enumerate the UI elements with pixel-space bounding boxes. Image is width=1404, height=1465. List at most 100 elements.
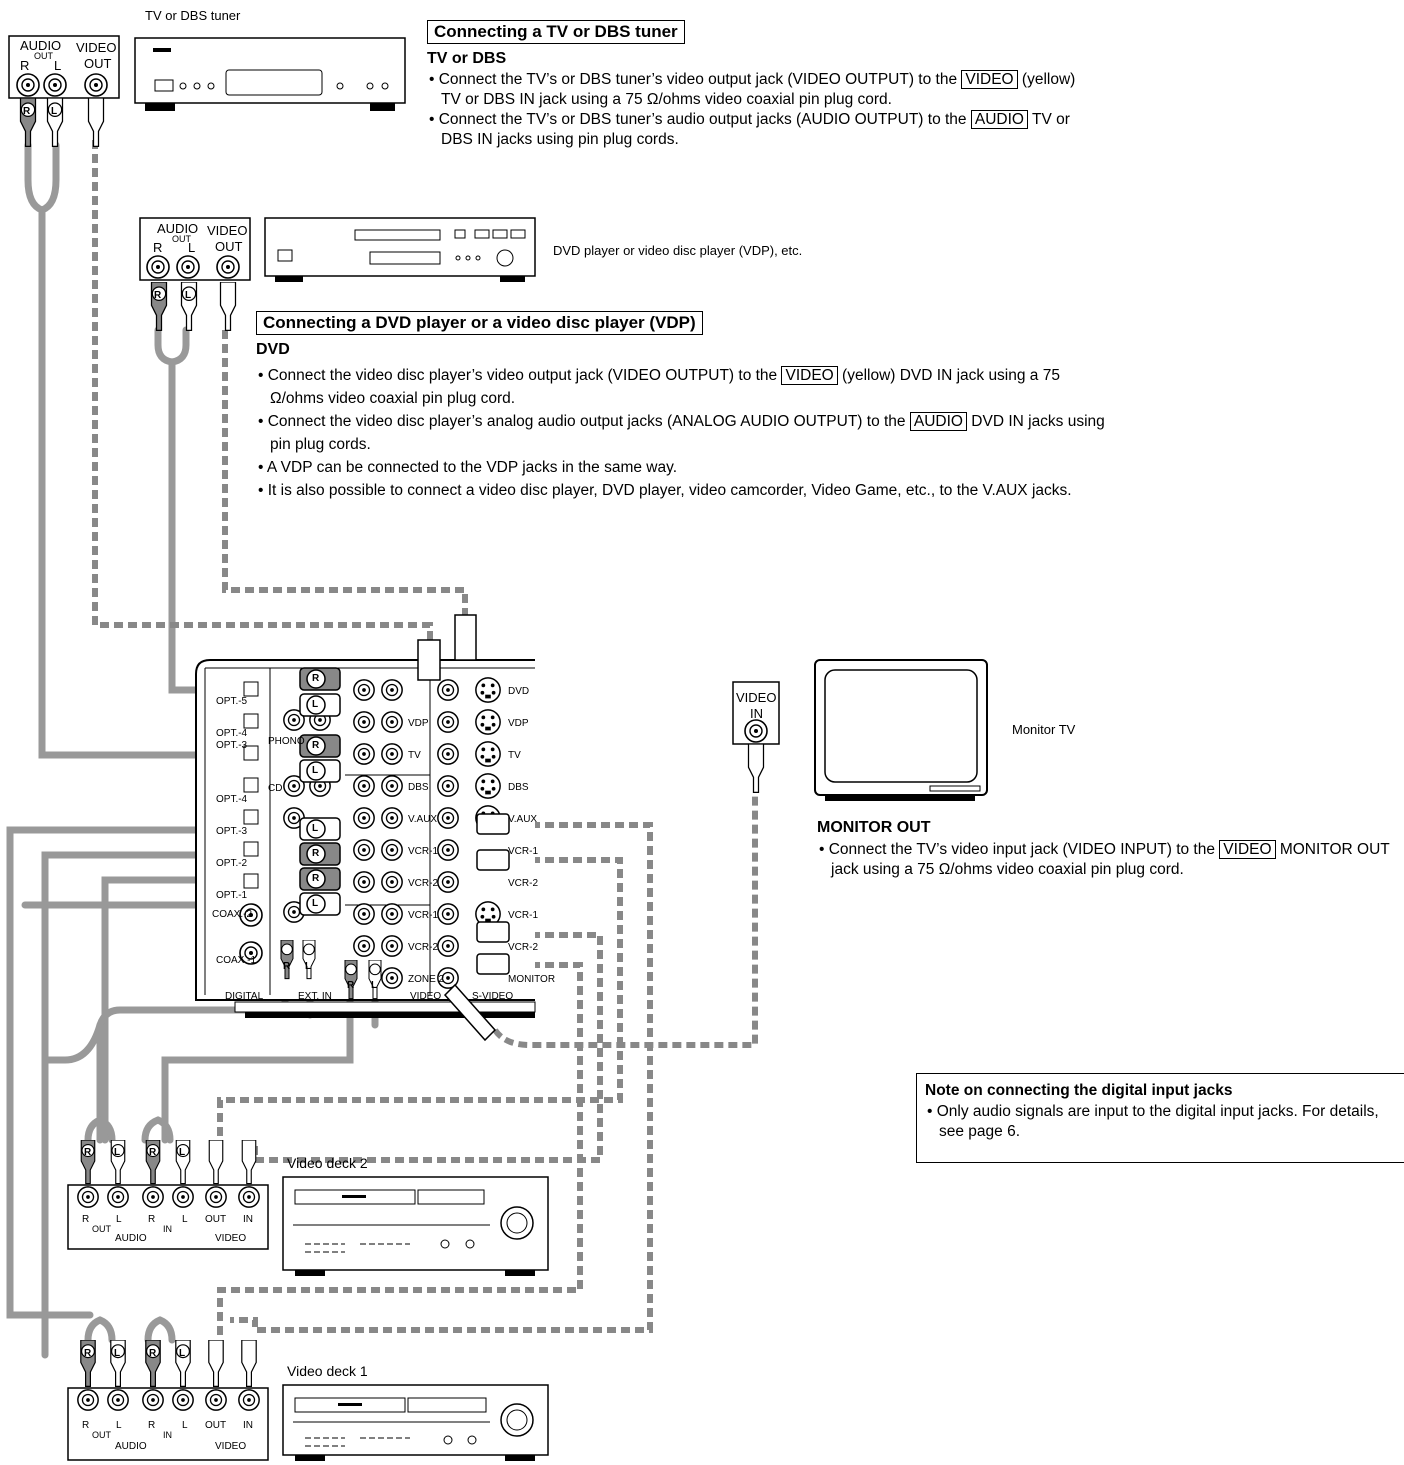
receiver-label: OPT.-4 (216, 728, 248, 739)
jack-audio-label: AUDIO (115, 1441, 147, 1452)
video-plug-icon (87, 98, 105, 148)
jack-r-label: R (82, 1214, 90, 1225)
jack-r-label: R (20, 58, 30, 73)
plug-letter-r: R (347, 980, 355, 991)
note-title: Note on connecting the digital input jac… (925, 1082, 1233, 1099)
jack-l-label: L (182, 1214, 188, 1225)
receiver-label: COAX.-2 (212, 909, 253, 920)
receiver-label: OPT.-3 (216, 740, 248, 751)
plug-letter-l: L (312, 823, 319, 834)
jack-r-label: R (82, 1420, 90, 1431)
jack-video-label: VIDEO (76, 40, 117, 55)
receiver-label: MONITOR (508, 974, 556, 985)
video-deck-1-jack-panel (67, 1387, 269, 1461)
receiver-label: TV (408, 750, 421, 761)
plug-letter-r: R (283, 961, 291, 972)
plug-letter-l: L (114, 1147, 121, 1158)
jack-out-label: OUT (205, 1214, 227, 1225)
receiver-label: DBS (408, 782, 429, 793)
jack-video-label: VIDEO (207, 223, 248, 238)
jack-video-label: VIDEO (736, 690, 777, 705)
plug-letter-l: L (179, 1147, 186, 1158)
receiver-label: DBS (508, 782, 529, 793)
receiver-label: OPT.-4 (216, 794, 248, 805)
jack-r-label: R (148, 1420, 156, 1431)
video-deck-1 (282, 1384, 549, 1461)
dvd-section-body: • Connect the video disc player’s video … (258, 366, 1105, 499)
jack-audio-label: AUDIO (20, 38, 62, 53)
jack-l-label: L (188, 240, 196, 255)
jack-out-label: OUT (92, 1430, 111, 1440)
plug-letter-r: R (312, 873, 320, 884)
plug-letter-r: R (149, 1147, 157, 1158)
dvd-section-title: Connecting a DVD player or a video disc … (256, 311, 703, 335)
jack-video-label: VIDEO (215, 1233, 247, 1244)
plug-letter-l: L (185, 290, 192, 301)
jack-in-label: IN (243, 1420, 253, 1431)
receiver-label: VCR-2 (408, 942, 439, 953)
receiver-label-zone2: ZONE 2 (408, 974, 445, 985)
plug-letter-r: R (312, 673, 320, 684)
receiver-label: VDP (408, 718, 429, 729)
jack-l-label: L (182, 1420, 188, 1431)
receiver-label: VDP (508, 718, 529, 729)
digital-input-note: Note on connecting the digital input jac… (916, 1073, 1404, 1163)
tv-dbs-tuner (134, 37, 406, 111)
plug-letter-l: L (312, 765, 319, 776)
receiver-label: VCR-2 (408, 878, 439, 889)
receiver-label: VCR-1 (408, 846, 439, 857)
jack-l-label: L (116, 1214, 122, 1225)
jack-out-label: OUT (92, 1224, 111, 1234)
plug-letter-l: L (179, 1348, 186, 1359)
video-deck-2-jack-panel (67, 1184, 269, 1250)
jack-audio-label: AUDIO (157, 221, 199, 236)
jack-out-label: OUT (84, 56, 112, 71)
jack-in-label: IN (163, 1224, 172, 1234)
plug-letter-r: R (312, 740, 320, 751)
receiver-label: OPT.-5 (216, 696, 248, 707)
receiver-label: OPT.-3 (216, 826, 248, 837)
dvd-jack-panel (139, 217, 251, 281)
tv-section-body: • Connect the TV’s or DBS tuner’s video … (429, 70, 1076, 148)
tv-dbs-jack-panel (8, 35, 120, 99)
receiver-label-digital: DIGITAL (225, 991, 264, 1002)
jack-r-label: R (148, 1214, 156, 1225)
jack-out-label: OUT (34, 51, 53, 61)
receiver-label: V.AUX (508, 814, 538, 825)
receiver-audio-plugs (299, 667, 341, 916)
receiver-label: VCR-1 (508, 910, 539, 921)
receiver-video-plugs (417, 614, 510, 1042)
tv-section-title: Connecting a TV or DBS tuner (427, 20, 685, 44)
plug-letter-l: L (114, 1348, 121, 1359)
monitor-section-heading: MONITOR OUT (817, 819, 931, 836)
receiver-label-video: VIDEO (410, 991, 442, 1002)
jack-out-label: OUT (215, 239, 243, 254)
receiver-label-s-video: S-VIDEO (472, 991, 514, 1002)
receiver-label: V.AUX (408, 814, 438, 825)
tv-dbs-tuner-label: TV or DBS tuner (145, 8, 241, 23)
monitor-tv-label: Monitor TV (1012, 722, 1076, 737)
video-deck-1-label: Video deck 1 (287, 1363, 368, 1379)
plug-letter-r: R (154, 290, 162, 301)
receiver-label: DVD (508, 686, 530, 697)
note-body: • Only audio signals are input to the di… (927, 1103, 1379, 1140)
jack-out-label: OUT (172, 234, 191, 244)
receiver-label: VCR-1 (408, 910, 439, 921)
jack-r-label: R (153, 240, 163, 255)
video-deck-2 (282, 1176, 549, 1276)
receiver-label-ext-in: EXT. IN (298, 991, 332, 1002)
dvd-player-label: DVD player or video disc player (VDP), e… (553, 243, 803, 258)
jack-in-label: IN (750, 706, 763, 721)
av-receiver-rear-panel (195, 659, 536, 1018)
monitor-tv (814, 659, 988, 801)
audio-cables (6, 141, 379, 1359)
jack-in-label: IN (163, 1430, 172, 1440)
dvd-player (264, 217, 536, 282)
video-cables (92, 140, 758, 1340)
receiver-label: TV (508, 750, 521, 761)
jack-audio-label: AUDIO (115, 1233, 147, 1244)
plug-letter-r: R (84, 1147, 92, 1158)
monitor-section-body: • Connect the TV’s video input jack (VID… (819, 840, 1390, 878)
tv-section-heading: TV or DBS (427, 50, 507, 67)
